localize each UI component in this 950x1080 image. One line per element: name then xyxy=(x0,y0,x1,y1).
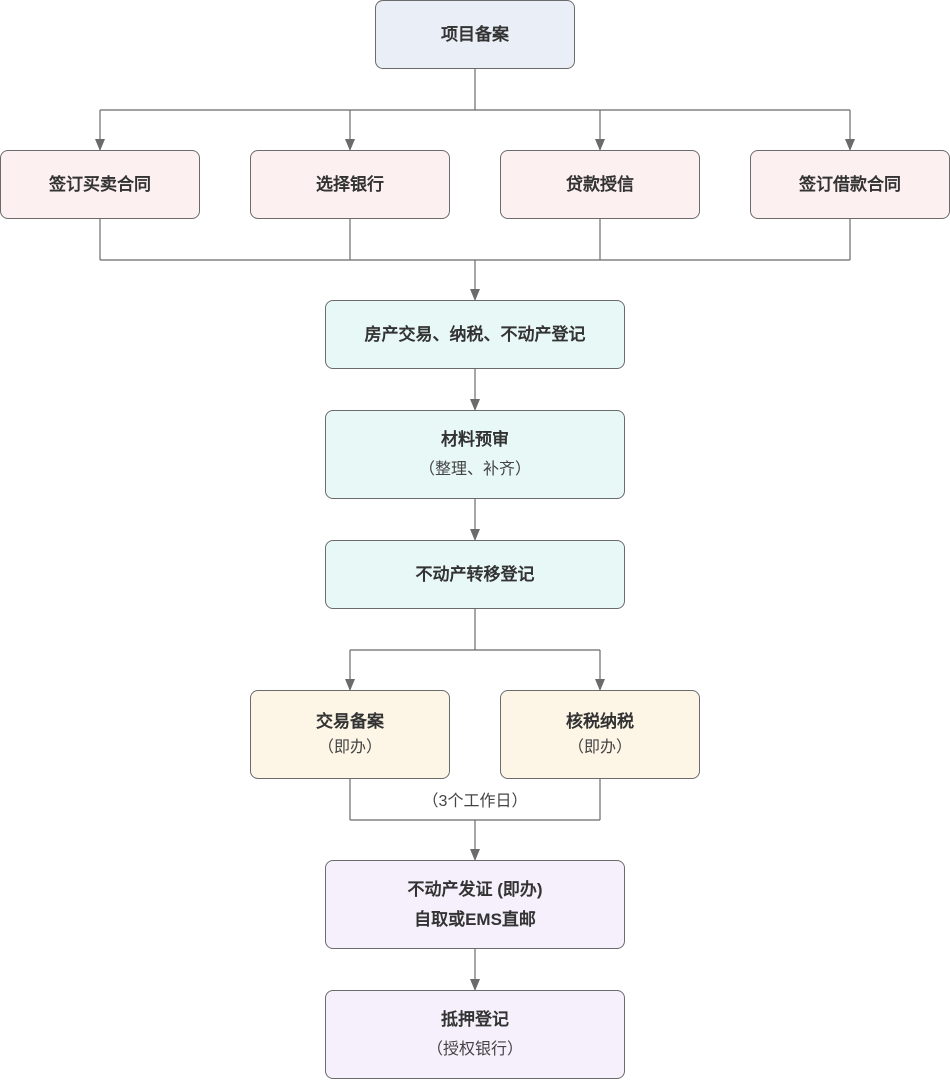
node-transfer-registration: 不动产转移登记 xyxy=(325,540,625,609)
node-title: 交易备案 xyxy=(316,711,384,731)
node-title: 签订借款合同 xyxy=(799,174,901,194)
node-property-trade-tax-registration: 房产交易、纳税、不动产登记 xyxy=(325,300,625,369)
node-subtitle: （即办） xyxy=(567,738,632,756)
node-sign-loan-contract: 签订借款合同 xyxy=(750,150,950,219)
node-material-pre-review: 材料预审 （整理、补齐） xyxy=(325,410,625,499)
node-subtitle: （授权银行） xyxy=(426,1040,523,1058)
node-title: 不动产发证 (即办) xyxy=(407,879,543,899)
node-tax-verification: 核税纳税 （即办） xyxy=(500,690,700,779)
node-title: 贷款授信 xyxy=(566,174,634,194)
node-subtitle: （整理、补齐） xyxy=(418,460,531,478)
node-title: 抵押登记 xyxy=(441,1009,509,1029)
node-sign-sale-contract: 签订买卖合同 xyxy=(0,150,200,219)
node-project-filing: 项目备案 xyxy=(375,0,575,69)
node-mortgage-registration: 抵押登记 （授权银行） xyxy=(325,990,625,1079)
node-title: 不动产转移登记 xyxy=(415,564,535,584)
node-choose-bank: 选择银行 xyxy=(250,150,450,219)
node-title: 房产交易、纳税、不动产登记 xyxy=(364,324,586,344)
node-title: 签订买卖合同 xyxy=(49,174,151,194)
node-title: 材料预审 xyxy=(441,429,509,449)
node-title: 核税纳税 xyxy=(566,711,634,731)
node-subtitle: （即办） xyxy=(317,738,382,756)
note-three-workdays: （3个工作日） xyxy=(400,790,550,814)
node-certificate-issuance: 不动产发证 (即办) 自取或EMS直邮 xyxy=(325,860,625,949)
node-transaction-filing: 交易备案 （即办） xyxy=(250,690,450,779)
node-subtitle: 自取或EMS直邮 xyxy=(414,909,536,929)
node-title: 选择银行 xyxy=(316,174,384,194)
node-title: 项目备案 xyxy=(441,24,509,44)
node-loan-credit: 贷款授信 xyxy=(500,150,700,219)
